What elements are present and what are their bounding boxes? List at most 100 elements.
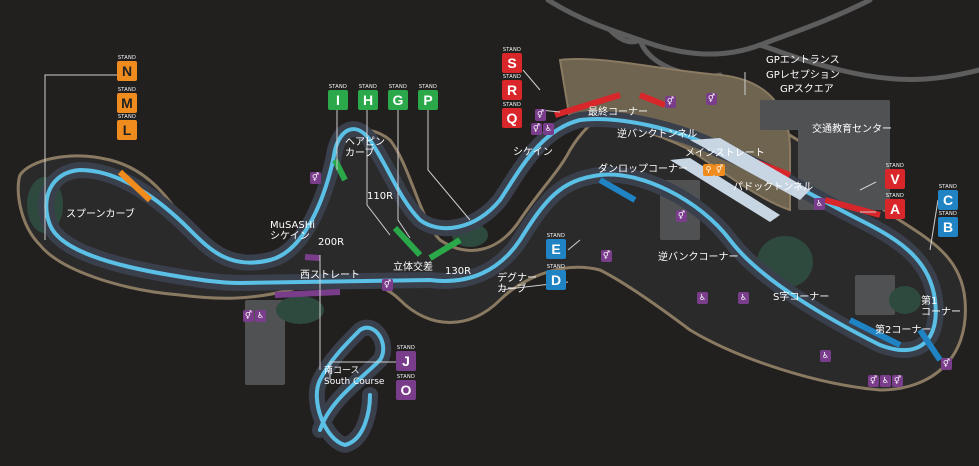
stand-caption: STAND (502, 102, 522, 108)
pit-building (670, 138, 810, 222)
label-reverse-bank-corner: 逆バンクコーナー (658, 252, 739, 263)
label-s-curves: S字コーナー (773, 292, 830, 303)
stand-r[interactable]: STAND R (502, 74, 522, 100)
restroom-icon: ⚥ (665, 96, 676, 108)
stand-caption: STAND (358, 84, 378, 90)
stand-q[interactable]: STAND Q (502, 102, 522, 128)
label-reverse-bank-tunnel: 逆バンクトンネル (617, 129, 698, 140)
restroom-icon: ⚥ (243, 310, 254, 322)
stand-letter: R (502, 80, 522, 100)
restroom-icon: ⚥ (892, 375, 903, 387)
stand-letter: Q (502, 108, 522, 128)
stand-letter: O (396, 380, 416, 400)
label-110r: 110R (367, 191, 394, 202)
stand-v[interactable]: STAND V (885, 163, 905, 189)
stand-caption: STAND (546, 233, 566, 239)
wheelchair-icon: ♿ (820, 350, 831, 362)
restroom-icon: ⚥ (382, 279, 393, 291)
label-second-corner: 第2コーナー (875, 325, 932, 336)
label-west-straight: 西ストレート (300, 270, 360, 281)
wheelchair-icon: ♿ (738, 292, 749, 304)
stand-o[interactable]: STAND O (396, 374, 416, 400)
stand-caption: STAND (938, 211, 958, 217)
stand-j[interactable]: STAND J (396, 345, 416, 371)
stand-letter: J (396, 351, 416, 371)
stand-caption: STAND (396, 345, 416, 351)
label-south-course: 南コース South Course (324, 366, 385, 387)
stand-h[interactable]: STAND H (358, 84, 378, 110)
stand-m[interactable]: STAND M (117, 87, 137, 113)
label-degner: デグナー カーブ (497, 273, 537, 295)
stand-letter: G (388, 90, 408, 110)
stand-letter: M (117, 93, 137, 113)
label-traffic-education-center: 交通教育センター (812, 124, 892, 135)
stand-caption: STAND (117, 87, 137, 93)
stand-letter: S (502, 53, 522, 73)
label-spoon-curve: スプーンカーブ (66, 209, 135, 220)
stand-letter: B (938, 217, 958, 237)
label-hairpin: ヘアピン カーブ (345, 137, 385, 159)
stand-letter: D (546, 270, 566, 290)
restroom-icon: ⚥ (601, 250, 612, 262)
stand-caption: STAND (117, 55, 137, 61)
stand-c[interactable]: STAND C (938, 184, 958, 210)
stand-i[interactable]: STAND I (328, 84, 348, 110)
stand-caption: STAND (885, 163, 905, 169)
stand-d[interactable]: STAND D (546, 264, 566, 290)
stand-letter: C (938, 190, 958, 210)
stand-caption: STAND (396, 374, 416, 380)
restroom-icon: ⚥ (941, 358, 952, 370)
wheelchair-icon: ♿ (255, 310, 266, 322)
label-200r: 200R (318, 237, 345, 248)
label-musashi-chicane: MuSASHi シケイン (270, 220, 315, 242)
label-gp-entrance: GPエントランス (766, 55, 840, 66)
stand-s[interactable]: STAND S (502, 47, 522, 73)
label-gp-reception: GPレセプション (766, 70, 840, 81)
stand-caption: STAND (502, 74, 522, 80)
stand-letter: H (358, 90, 378, 110)
stand-caption: STAND (885, 193, 905, 199)
label-130r: 130R (445, 266, 472, 277)
stand-g[interactable]: STAND G (388, 84, 408, 110)
restroom-icon: ⚥ (868, 375, 879, 387)
stand-caption: STAND (502, 47, 522, 53)
wheelchair-icon: ♿ (880, 375, 891, 387)
restroom-icon: ⚥ (531, 123, 542, 135)
restroom-icon: ⚥ (706, 93, 717, 105)
stand-caption: STAND (117, 114, 137, 120)
label-first-corner: 第1 コーナー (921, 296, 961, 318)
stand-caption: STAND (328, 84, 348, 90)
food-icon: ⚲ (703, 164, 714, 176)
restroom-icon: ⚥ (535, 109, 546, 121)
stand-letter: P (418, 90, 438, 110)
leader-lines (44, 69, 939, 380)
stand-p[interactable]: STAND P (418, 84, 438, 110)
stand-caption: STAND (418, 84, 438, 90)
stand-n[interactable]: STAND N (117, 55, 137, 81)
stand-letter: I (328, 90, 348, 110)
stand-l[interactable]: STAND L (117, 114, 137, 140)
stand-letter: A (885, 199, 905, 219)
stand-caption: STAND (938, 184, 958, 190)
wheelchair-icon: ♿ (543, 123, 554, 135)
stand-b[interactable]: STAND B (938, 211, 958, 237)
stand-caption: STAND (546, 264, 566, 270)
restroom-icon: ⚥ (676, 210, 687, 222)
stand-letter: N (117, 61, 137, 81)
label-chicane: シケイン (513, 147, 553, 158)
stand-e[interactable]: STAND E (546, 233, 566, 259)
stand-letter: L (117, 120, 137, 140)
restroom-icon: ⚥ (714, 164, 725, 176)
label-main-straight: メインストレート (685, 148, 765, 159)
stand-letter: V (885, 169, 905, 189)
label-paddock-tunnel: パドックトンネル (733, 182, 814, 193)
label-overpass: 立体交差 (393, 262, 433, 273)
label-dunlop-corner: ダンロップコーナー (598, 164, 688, 175)
stand-caption: STAND (388, 84, 408, 90)
wheelchair-icon: ♿ (697, 292, 708, 304)
label-gp-square: GPスクエア (780, 84, 834, 95)
stand-a[interactable]: STAND A (885, 193, 905, 219)
label-final-corner: 最終コーナー (588, 107, 648, 118)
track-line (44, 117, 938, 447)
